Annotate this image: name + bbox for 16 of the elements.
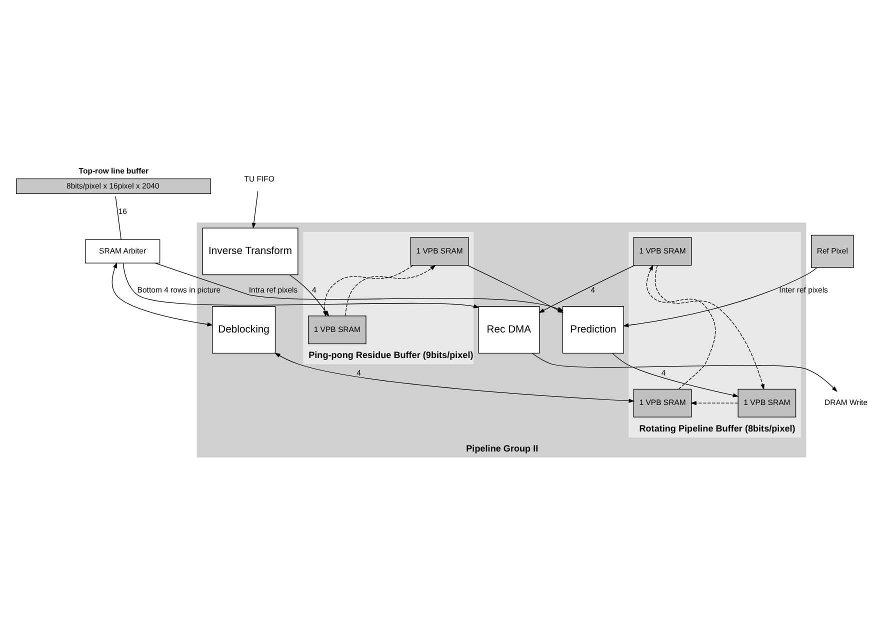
arrow [274,352,635,402]
arrow [112,262,214,326]
arrow [612,352,739,397]
arrow [646,264,716,389]
arrow [532,352,838,392]
node-box: Deblocking [212,306,276,353]
arrow [122,262,480,308]
node-box: Rec DMA [478,306,540,353]
arrow [654,264,764,390]
connector [115,195,122,240]
node-box: Prediction [562,306,624,353]
arrow [344,264,436,316]
arrow [252,190,258,228]
arrow [622,266,818,327]
arrow [690,400,738,405]
node-box: Inverse Transform [202,227,298,275]
